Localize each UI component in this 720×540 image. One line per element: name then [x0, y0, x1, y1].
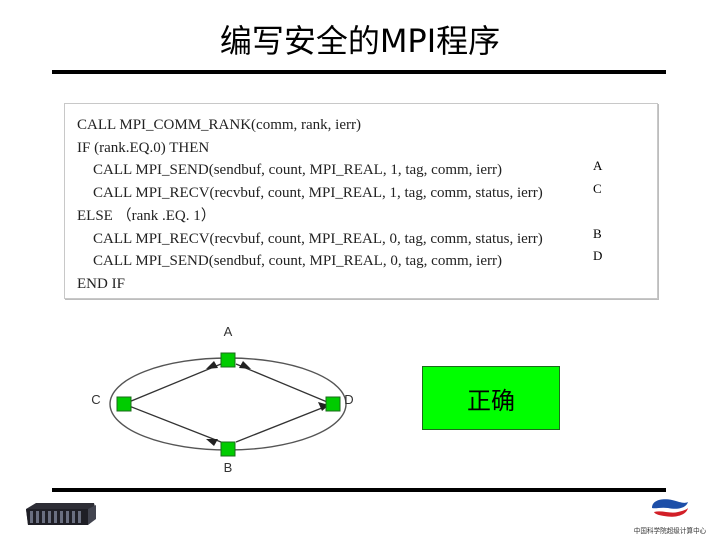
org-emblem-icon — [652, 499, 688, 517]
server-rack-logo — [26, 503, 96, 525]
code-line: CALL MPI_SEND(sendbuf, count, MPI_REAL, … — [93, 162, 502, 179]
node-b — [220, 441, 236, 457]
code-line: CALL MPI_RECV(recvbuf, count, MPI_REAL, … — [93, 230, 543, 247]
code-line: CALL MPI_COMM_RANK(comm, rank, ierr) — [77, 117, 361, 133]
label-b: B — [224, 460, 233, 475]
node-c — [116, 396, 132, 412]
edge-c-a — [123, 363, 222, 405]
label-a: A — [224, 324, 233, 339]
edge-c-b — [123, 403, 222, 443]
ring-ellipse — [109, 357, 347, 451]
code-line: CALL MPI_RECV(recvbuf, count, MPI_REAL, … — [93, 185, 543, 202]
arrowhead-c-b — [206, 439, 218, 446]
edge-b-d — [235, 403, 333, 443]
top-divider — [52, 70, 666, 74]
code-listing: CALL MPI_COMM_RANK(comm, rank, ierr) IF … — [64, 103, 658, 299]
communication-graph: A B C D — [91, 324, 353, 475]
code-line: END IF — [77, 275, 125, 292]
step-mark-a: A — [593, 158, 603, 173]
edge-d-a — [235, 363, 333, 405]
step-mark-d: D — [593, 248, 603, 263]
org-name: 中国科学院超级计算中心 — [633, 527, 707, 535]
org-logo: 中国科学院超级计算中心 — [624, 496, 716, 535]
step-marks: A C B D — [593, 155, 602, 268]
step-mark-b: B — [593, 225, 602, 241]
label-c: C — [91, 392, 100, 407]
step-mark-c: C — [593, 180, 602, 196]
node-a — [220, 352, 236, 368]
node-d — [325, 396, 341, 412]
label-d: D — [344, 392, 353, 407]
code-line: ELSE （rank .EQ. 1） — [77, 207, 216, 224]
page-title: 编写安全的MPI程序 — [219, 22, 501, 60]
arrowhead-d-a — [239, 361, 251, 369]
verdict-box: 正确 — [422, 366, 560, 430]
code-line: IF (rank.EQ.0) THEN — [77, 139, 210, 156]
code-lines: CALL MPI_COMM_RANK(comm, rank, ierr) IF … — [77, 114, 543, 296]
arrowhead-c-a — [206, 361, 218, 369]
code-line: CALL MPI_SEND(sendbuf, count, MPI_REAL, … — [93, 253, 502, 270]
bottom-divider — [52, 488, 666, 492]
